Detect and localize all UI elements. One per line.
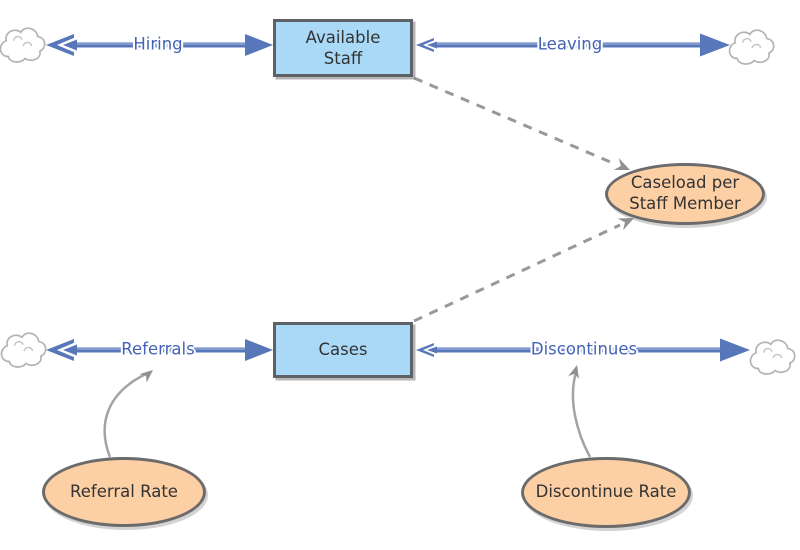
aux-discontinue-rate[interactable]: Discontinue Rate: [521, 457, 691, 528]
cloud-icon-top-left[interactable]: [0, 27, 46, 63]
stock-available-staff[interactable]: Available Staff: [273, 19, 413, 77]
aux-caseload-per-staff-member[interactable]: Caseload per Staff Member: [605, 163, 765, 225]
flow-leaving-arrow[interactable]: [416, 33, 730, 57]
link-referral-rate-to-referrals[interactable]: [103, 366, 157, 458]
aux-referral-rate[interactable]: Referral Rate: [42, 457, 206, 527]
cloud-icon-bottom-left[interactable]: [0, 332, 47, 368]
flow-discontinues-arrow[interactable]: [416, 338, 750, 362]
cloud-icon-top-right[interactable]: [728, 29, 775, 65]
flow-label-discontinues[interactable]: Discontinues: [530, 339, 638, 359]
stock-cases-label: Cases: [318, 340, 368, 360]
flow-label-referrals[interactable]: Referrals: [121, 339, 195, 359]
aux-referral-rate-label: Referral Rate: [70, 481, 178, 501]
dashed-link-available-staff-to-caseload[interactable]: [413, 76, 633, 176]
stock-available-staff-label: Available Staff: [305, 27, 381, 68]
flow-label-hiring[interactable]: Hiring: [133, 34, 183, 54]
cloud-icon-bottom-right[interactable]: [749, 339, 796, 375]
link-discontinue-rate-to-discontinues[interactable]: [568, 364, 592, 458]
aux-discontinue-rate-label: Discontinue Rate: [535, 482, 677, 502]
flow-referrals-arrow[interactable]: [46, 339, 273, 361]
stock-cases[interactable]: Cases: [273, 322, 413, 378]
flow-label-leaving[interactable]: Leaving: [537, 34, 603, 54]
flow-hiring-arrow[interactable]: [46, 34, 273, 56]
dashed-link-cases-to-caseload[interactable]: [413, 212, 637, 323]
aux-caseload-label: Caseload per Staff Member: [629, 173, 741, 213]
